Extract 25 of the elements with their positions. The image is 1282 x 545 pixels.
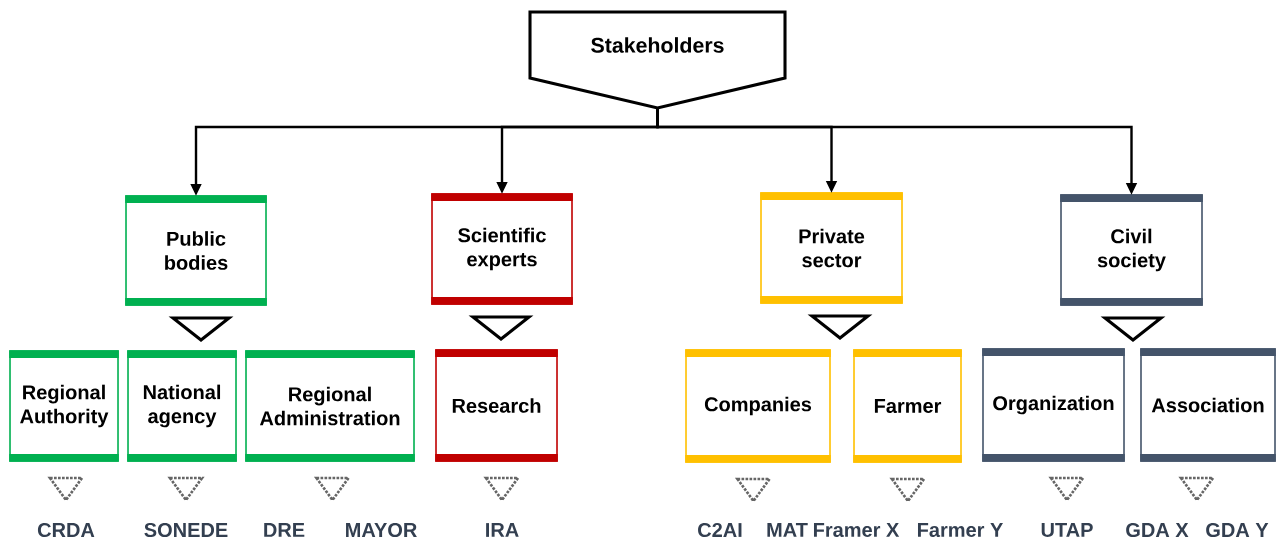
category-box: Public bodies — [125, 195, 267, 306]
stakeholders-banner: Stakeholders — [528, 10, 787, 110]
entity-label: GDA X — [1126, 522, 1189, 538]
subcategory-box: Organization — [982, 348, 1125, 462]
entity-label: Framer X — [814, 523, 900, 537]
subcategory-box: Companies — [685, 349, 831, 463]
subcategory-box: Association — [1140, 348, 1276, 462]
entity-label: SONEDE — [144, 522, 228, 538]
subcategory-box: Regional Administration — [245, 350, 415, 462]
entity-label: CRDA — [37, 522, 95, 538]
entity-label: MAYOR — [346, 522, 417, 538]
category-box: Scientific experts — [431, 193, 573, 305]
subcategory-box: Research — [435, 349, 558, 462]
entity-label: GDA Y — [1206, 522, 1269, 538]
entity-label: IRA — [486, 523, 519, 537]
entity-label: DRE — [264, 523, 305, 537]
entity-label: C2AI — [698, 522, 742, 538]
subcategory-box: National agency — [127, 350, 237, 462]
subcategory-box: Farmer — [853, 349, 962, 463]
subcategory-box: Regional Authority — [9, 350, 119, 462]
entity-label: MAT — [767, 523, 808, 537]
entity-label: UTAP — [1041, 523, 1093, 537]
category-box: Private sector — [760, 192, 903, 304]
entity-label: Farmer Y — [918, 523, 1003, 537]
category-box: Civil society — [1060, 194, 1203, 306]
